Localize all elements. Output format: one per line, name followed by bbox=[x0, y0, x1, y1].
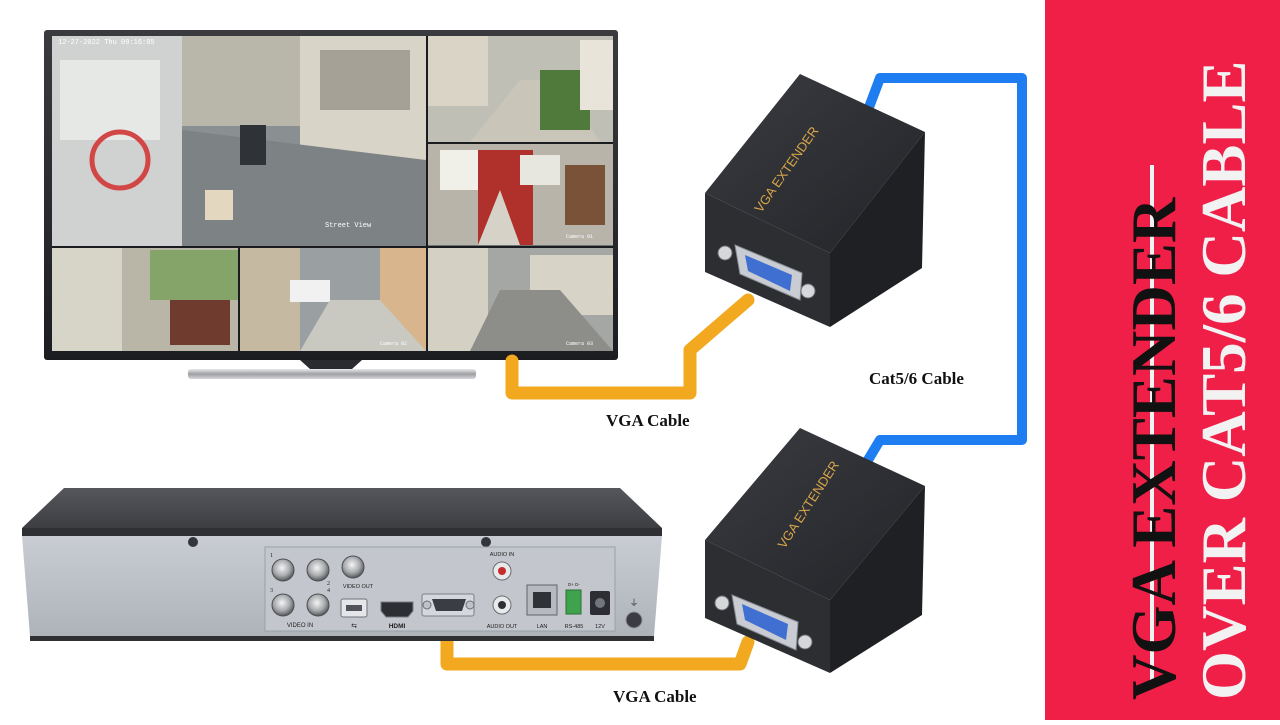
camera-tile-2 bbox=[428, 36, 613, 142]
hdmi-label: HDMI bbox=[389, 623, 406, 630]
channel-1-label: 1 bbox=[270, 553, 273, 559]
extender-bottom-lid bbox=[705, 428, 925, 600]
hdmi-port-icon bbox=[380, 601, 414, 618]
camera-tile-6 bbox=[428, 248, 613, 351]
extender-top-lid bbox=[705, 74, 925, 253]
lan-label: LAN bbox=[537, 624, 548, 630]
ground-symbol-icon: ⏚ bbox=[629, 598, 638, 609]
osd-camera-1: Camera 01 bbox=[566, 234, 593, 240]
ground-screw-icon bbox=[625, 611, 643, 629]
vga-extender-bottom: VGA EXTENDER bbox=[705, 428, 925, 673]
rs485-terminal-icon bbox=[565, 589, 582, 615]
camera-tile-3 bbox=[428, 144, 613, 245]
cat-cable bbox=[863, 73, 1027, 465]
dvr-top-edge bbox=[22, 528, 662, 536]
camera-tile-large bbox=[52, 36, 426, 246]
osd-camera-2: Camera 02 bbox=[380, 341, 407, 347]
extender-bottom-side bbox=[830, 486, 925, 673]
audio-out-label: AUDIO OUT bbox=[487, 624, 518, 630]
audio-in-label: AUDIO IN bbox=[490, 552, 514, 558]
camera-tile-5 bbox=[240, 248, 426, 351]
osd-street-view: Street View bbox=[325, 222, 372, 230]
screw-icon bbox=[188, 537, 198, 547]
banner-divider bbox=[1150, 165, 1154, 685]
monitor-neck bbox=[300, 360, 362, 369]
screen-grid bbox=[52, 36, 613, 351]
vga-cable-top bbox=[505, 293, 755, 400]
dvr-bottom-edge bbox=[30, 636, 654, 641]
channel-3-label: 3 bbox=[270, 588, 273, 594]
usb-symbol-icon: ⇆ bbox=[351, 623, 357, 630]
banner-title-line-1: VGA EXTENDER bbox=[1119, 197, 1189, 700]
dvr-top bbox=[22, 488, 662, 528]
rs485-pin-label: D+ D- bbox=[568, 582, 580, 587]
vga-cable-bottom-label: VGA Cable bbox=[613, 687, 697, 706]
bnc-connector-icon bbox=[271, 558, 295, 582]
cat-cable-label: Cat5/6 Cable bbox=[869, 369, 964, 388]
extender-top-side bbox=[830, 132, 925, 327]
title-banner bbox=[1045, 0, 1280, 720]
vga-port-dvr bbox=[421, 593, 475, 617]
channel-2-label: 2 bbox=[327, 581, 330, 587]
power-label: 12V bbox=[595, 624, 605, 630]
vga-port-bottom bbox=[714, 594, 813, 651]
dvr: 1 2 3 4 VIDEO IN VIDEO OUT ⇆ HDMI AUDIO … bbox=[22, 488, 662, 641]
channel-4-label: 4 bbox=[327, 588, 330, 594]
monitor: 12-27-2022 Thu 09:16:05 Street View Came… bbox=[44, 30, 618, 379]
banner-title-line-2: OVER CAT5/6 CABLE bbox=[1189, 60, 1259, 700]
vga-extender-top: VGA EXTENDER bbox=[705, 74, 925, 327]
bnc-connector-icon bbox=[271, 593, 295, 617]
bnc-connector-icon bbox=[306, 558, 330, 582]
bnc-video-out-icon bbox=[341, 555, 365, 579]
osd-camera-3: Camera 03 bbox=[566, 341, 593, 347]
osd-timestamp: 12-27-2022 Thu 09:16:05 bbox=[58, 39, 155, 47]
vga-cable-top-label: VGA Cable bbox=[606, 411, 690, 430]
video-out-label: VIDEO OUT bbox=[343, 584, 374, 590]
rs485-label: RS-485 bbox=[565, 624, 584, 630]
vga-port-top bbox=[717, 244, 816, 301]
bnc-video-inputs: 1 2 3 4 VIDEO IN bbox=[270, 553, 330, 629]
screw-icon bbox=[481, 537, 491, 547]
video-in-label: VIDEO IN bbox=[287, 623, 313, 629]
camera-tile-4 bbox=[52, 248, 238, 351]
monitor-stand bbox=[188, 369, 476, 379]
bnc-connector-icon bbox=[306, 593, 330, 617]
